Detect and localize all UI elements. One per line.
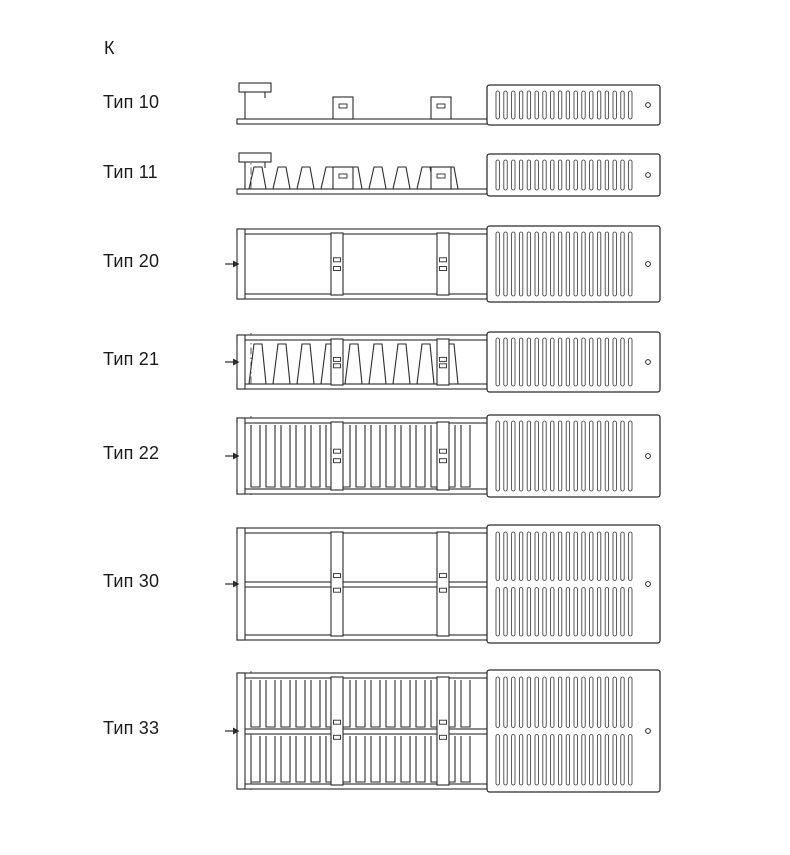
mounting-strap (330, 338, 344, 386)
mounting-strap (330, 676, 344, 786)
grille-vent-hole (645, 359, 651, 365)
mounting-strap (330, 232, 344, 296)
grille-vent-hole (645, 581, 651, 587)
mounting-strap (436, 421, 450, 491)
grille-vent-hole (645, 728, 651, 734)
radiator-row-10: Тип 10 (103, 80, 673, 128)
convector-fins (248, 343, 459, 385)
air-grille (486, 153, 661, 197)
radiator-cross-section-drawing (225, 414, 661, 498)
water-panels (236, 527, 494, 641)
radiator-cross-section-drawing (236, 82, 661, 126)
radiator-type-label: Тип 10 (103, 92, 160, 112)
top-bracket (238, 82, 272, 119)
top-bracket (238, 152, 272, 189)
mounting-strap (330, 531, 344, 637)
air-grille (486, 669, 661, 793)
radiator-type-label: Тип 33 (103, 718, 160, 738)
radiator-cross-section-drawing (236, 152, 661, 197)
flow-arrow (225, 260, 240, 268)
radiator-cross-section-drawing (225, 524, 661, 644)
flow-arrow (225, 452, 240, 460)
mounting-clip (332, 96, 354, 120)
air-grille (486, 414, 661, 498)
corner-label: К (104, 38, 115, 58)
mounting-strap (436, 232, 450, 296)
radiator-type-label: Тип 30 (103, 571, 160, 591)
mounting-clip (430, 166, 452, 190)
radiator-row-30: Тип 30 (103, 523, 673, 644)
air-grille (486, 225, 661, 303)
flow-arrow (225, 580, 240, 588)
grille-vent-hole (645, 102, 651, 108)
radiator-cross-section-drawing (225, 331, 661, 393)
radiator-row-21: Тип 21 (103, 330, 673, 393)
radiator-row-22: Тип 22 (103, 413, 673, 498)
air-grille (486, 84, 661, 126)
mounting-strap (330, 421, 344, 491)
mounting-strap (436, 676, 450, 786)
grille-vent-hole (645, 453, 651, 459)
mounting-strap (436, 531, 450, 637)
radiator-type-label: Тип 11 (103, 162, 158, 182)
radiator-row-11: Тип 11 (103, 150, 673, 198)
radiator-row-33: Тип 33 (103, 668, 673, 793)
radiator-type-label: Тип 20 (103, 251, 160, 271)
water-panels (236, 228, 494, 300)
mounting-clip (332, 166, 354, 190)
grille-vent-hole (645, 261, 651, 267)
flow-arrow (225, 727, 240, 735)
mounting-strap (436, 338, 450, 386)
radiator-type-label: Тип 22 (103, 443, 160, 463)
radiator-cross-section-drawing (225, 225, 661, 303)
flow-arrow (225, 358, 240, 366)
mounting-clip (430, 96, 452, 120)
air-grille (486, 331, 661, 393)
radiator-cross-section-drawing (225, 669, 661, 793)
grille-vent-hole (645, 172, 651, 178)
water-panels (236, 188, 494, 195)
air-grille (486, 524, 661, 644)
water-panels (236, 118, 494, 125)
radiator-row-20: Тип 20 (103, 224, 673, 303)
radiator-type-label: Тип 21 (103, 349, 160, 369)
